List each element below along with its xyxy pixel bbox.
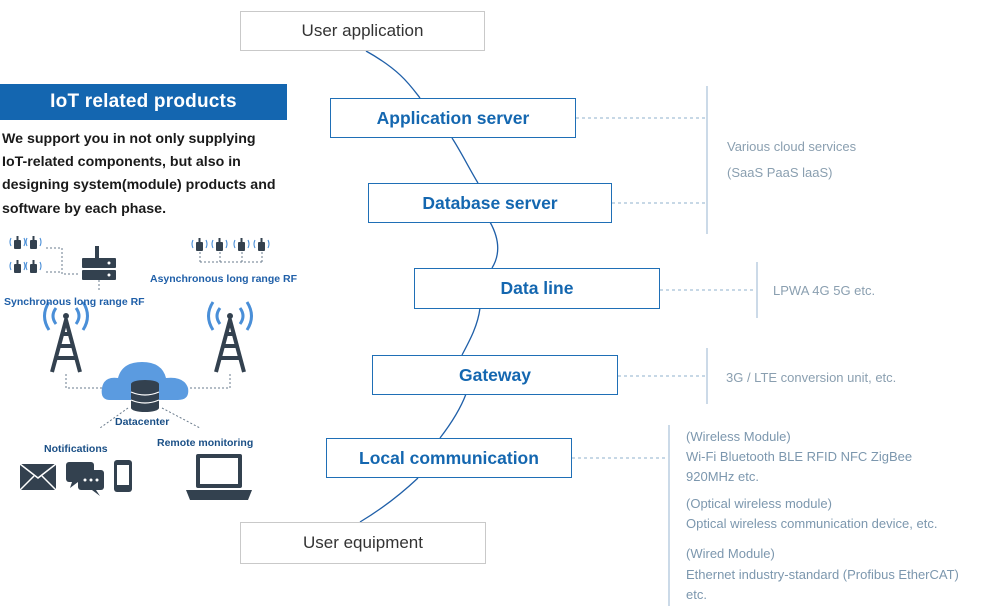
gateway-box: Gateway xyxy=(372,355,618,395)
desc-wired-line1: Ethernet industry-standard (Profibus Eth… xyxy=(686,567,959,582)
local-communication-box: Local communication xyxy=(326,438,572,478)
laptop-icon xyxy=(186,454,252,500)
label-asynchronous-rf: Asynchronous long range RF xyxy=(150,273,298,285)
database-server-box: Database server xyxy=(368,183,612,223)
radio-tower-icon-right xyxy=(206,300,254,374)
label-notifications: Notifications xyxy=(44,443,108,455)
sync-sensor-group xyxy=(9,235,42,274)
desc-wireless-line1: Wi-Fi Bluetooth BLE RFID NFC ZigBee xyxy=(686,449,913,464)
desc-cloud-types: (SaaS PaaS laaS) xyxy=(727,165,833,180)
gateway-device-icon xyxy=(82,246,116,280)
desc-gateway: 3G / LTE conversion unit, etc. xyxy=(726,370,897,385)
desc-wired-line2: etc. xyxy=(686,587,707,602)
desc-optical-line1: Optical wireless communication device, e… xyxy=(686,516,938,531)
mail-icon xyxy=(19,463,57,491)
async-sensor-group xyxy=(191,237,270,252)
desc-optical-heading: (Optical wireless module) xyxy=(686,496,832,511)
stack-flow-curve xyxy=(359,50,499,523)
label-datacenter: Datacenter xyxy=(115,416,170,428)
data-line-box: Data line xyxy=(414,268,660,309)
iot-illustration xyxy=(9,235,270,500)
user-application-box: User application xyxy=(240,11,485,51)
desc-wired-heading: (Wired Module) xyxy=(686,546,775,561)
label-synchronous-rf: Synchronous long range RF xyxy=(4,296,145,308)
label-remote-monitoring: Remote monitoring xyxy=(157,437,254,449)
chat-icon xyxy=(66,462,104,496)
desc-cloud-services: Various cloud services xyxy=(727,139,857,154)
cloud-datacenter-icon xyxy=(101,362,189,412)
panel-title: IoT related products xyxy=(0,84,287,120)
desc-data-line: LPWA 4G 5G etc. xyxy=(773,283,876,298)
user-equipment-box: User equipment xyxy=(240,522,486,564)
desc-wireless-line2: 920MHz etc. xyxy=(686,469,759,484)
panel-description: We support you in not only supplying IoT… xyxy=(2,131,276,217)
desc-wireless-heading: (Wireless Module) xyxy=(686,429,791,444)
radio-tower-icon-left xyxy=(42,300,90,374)
smartphone-icon xyxy=(114,460,132,492)
application-server-box: Application server xyxy=(330,98,576,138)
